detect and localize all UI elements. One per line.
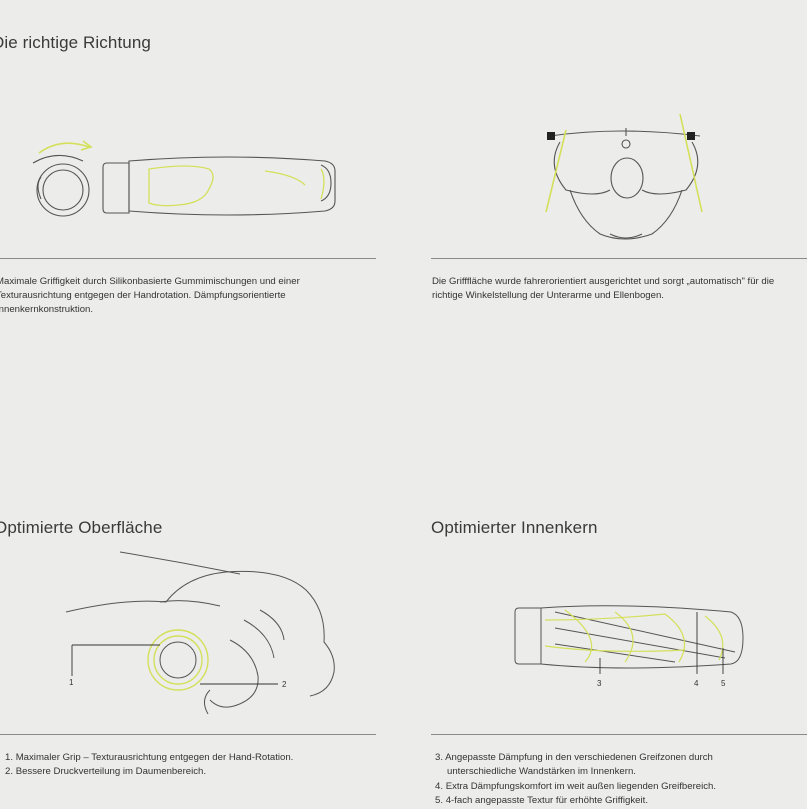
list-item: 3. Angepasste Dämpfung in den verschiede… bbox=[435, 752, 713, 763]
text-richtung-right: Die Grifffläche wurde fahrerorientiert a… bbox=[432, 276, 775, 301]
callout-4: 4 bbox=[694, 679, 699, 688]
list-item-continuation: unterschiedliche Wandstärken im Innenker… bbox=[447, 766, 636, 778]
rider-topview-illustration bbox=[545, 113, 703, 240]
hand-grip-illustration: 1 2 bbox=[65, 551, 335, 715]
list-oberflaeche: 1. Maximaler Grip – Texturausrichtung en… bbox=[5, 751, 293, 780]
divider-bottom-left bbox=[0, 734, 376, 735]
heading-optimierter-innenkern: Optimierter Innenkern bbox=[431, 518, 598, 537]
heading-richtige-richtung: Die richtige Richtung bbox=[0, 33, 151, 52]
callout-3: 3 bbox=[597, 679, 602, 688]
callout-2: 2 bbox=[282, 680, 287, 689]
heading-optimierte-oberflaeche: Optimierte Oberfläche bbox=[0, 518, 163, 537]
list-item: 4. Extra Dämpfungskomfort im weit außen … bbox=[435, 780, 717, 792]
text-richtung-left: Maximale Griffigkeit durch Silikonbasier… bbox=[0, 276, 300, 315]
callout-5: 5 bbox=[721, 679, 726, 688]
list-item: 1. Maximaler Grip – Texturausrichtung en… bbox=[5, 752, 294, 763]
list-innenkern: 3. Angepasste Dämpfung in den verschiede… bbox=[435, 751, 716, 809]
divider-top-right bbox=[431, 258, 807, 259]
grip-rotation-illustration bbox=[32, 140, 336, 217]
callout-1: 1 bbox=[69, 678, 74, 687]
list-item: 5. 4-fach angepasste Textur für erhöhte … bbox=[435, 795, 648, 807]
divider-bottom-right bbox=[431, 734, 807, 735]
divider-top-left bbox=[0, 258, 376, 259]
list-item: 2. Bessere Druckverteilung im Daumenbere… bbox=[5, 766, 207, 778]
grip-core-illustration: 3 4 5 bbox=[514, 605, 744, 688]
